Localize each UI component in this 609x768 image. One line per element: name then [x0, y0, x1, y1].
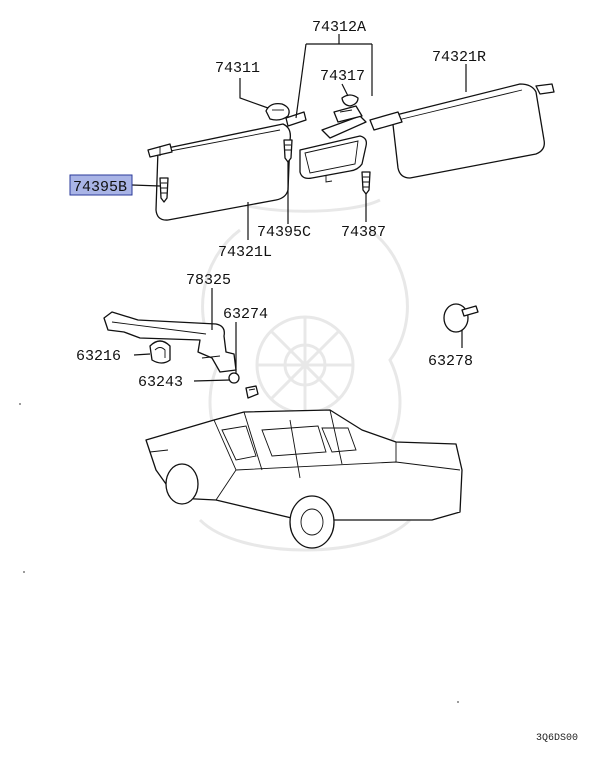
right-sun-visor	[369, 83, 555, 179]
part-label-74387[interactable]: 74387	[341, 224, 386, 241]
pickup-truck-outline	[145, 409, 463, 549]
scan-specks	[19, 403, 459, 703]
part-label-63243[interactable]: 63243	[138, 374, 183, 391]
part-label-63278[interactable]: 63278	[428, 353, 473, 370]
rear-view-mirror	[299, 94, 368, 183]
visor-holder-clip	[265, 103, 290, 121]
part-label-74321l[interactable]: 74321L	[218, 244, 272, 261]
part-label-63216[interactable]: 63216	[76, 348, 121, 365]
part-label-74317[interactable]: 74317	[320, 68, 365, 85]
grip-cap-63274	[228, 372, 240, 384]
grip-hook-63216	[149, 340, 171, 364]
screw-74395c	[283, 139, 293, 163]
part-label-63274[interactable]: 63274	[223, 306, 268, 323]
screw-74387	[361, 171, 371, 195]
left-visor-clip	[285, 111, 307, 127]
highlight-box	[69, 174, 133, 196]
left-sun-visor	[147, 123, 291, 221]
part-label-74321r[interactable]: 74321R	[432, 49, 486, 66]
part-labels: 74312A 74311 74317 74321R 74395B 74395C …	[69, 19, 578, 744]
part-label-74311[interactable]: 74311	[215, 60, 260, 77]
drawing-code: 3Q6DS00	[536, 733, 578, 744]
grommet-63278	[443, 303, 479, 333]
screw-74395b	[159, 177, 169, 203]
part-label-74395b[interactable]: 74395B	[73, 179, 127, 196]
leader-lines	[131, 34, 467, 382]
grip-screw-63243	[245, 385, 259, 399]
part-label-74395c[interactable]: 74395C	[257, 224, 311, 241]
part-label-78325[interactable]: 78325	[186, 272, 231, 289]
part-label-74312a[interactable]: 74312A	[312, 19, 366, 36]
assist-grip	[103, 311, 237, 373]
